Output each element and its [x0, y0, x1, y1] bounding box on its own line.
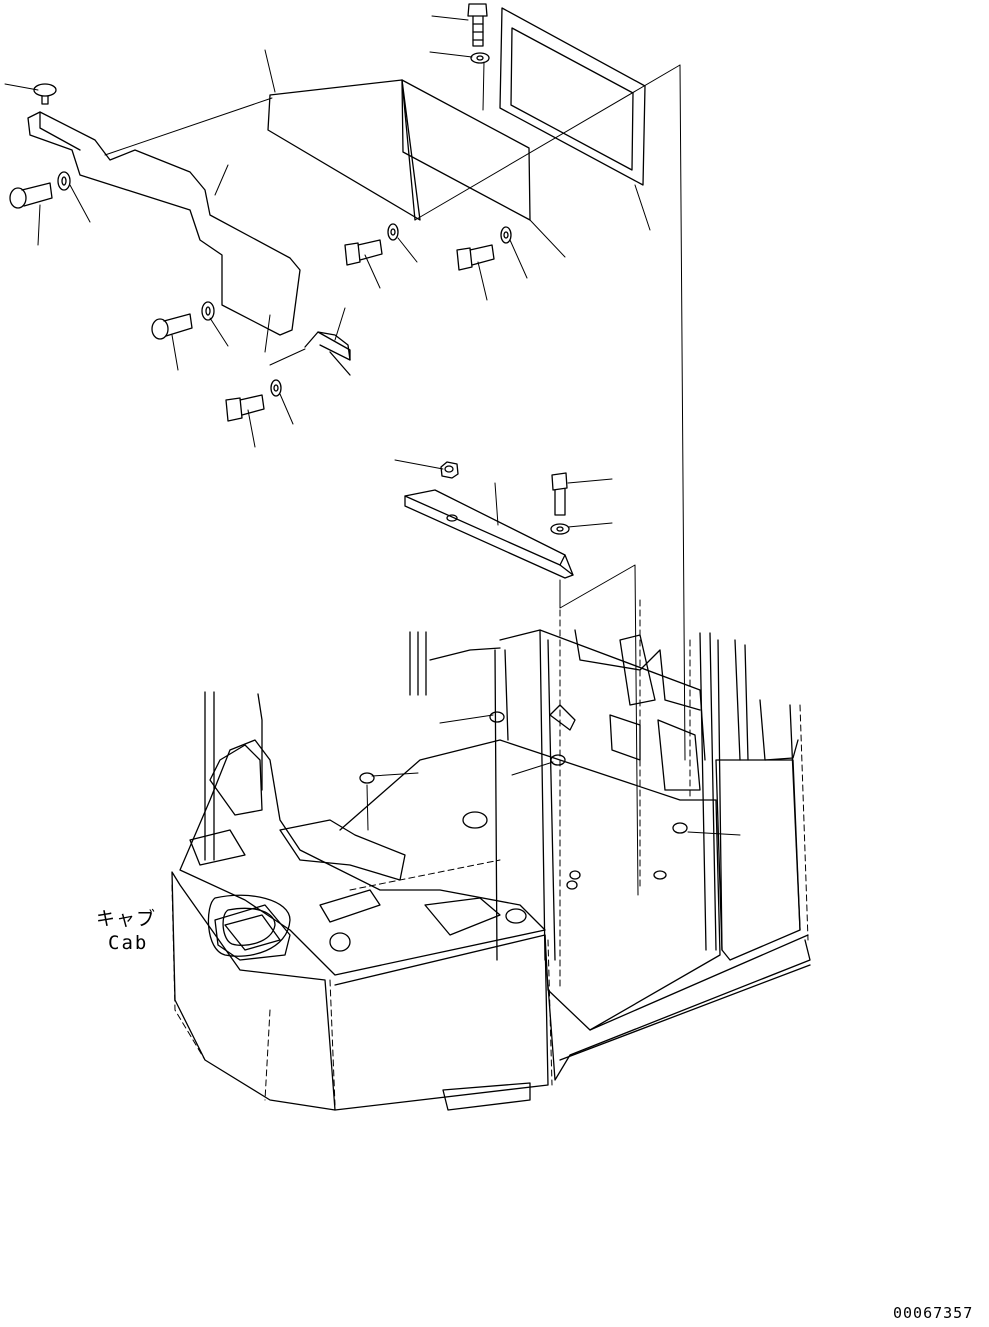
washer-middle-1	[387, 223, 399, 241]
leader-lines	[4, 15, 741, 836]
rear-cover-frame	[499, 7, 646, 186]
bolt-middle-2	[456, 244, 495, 271]
bolt-left-2	[151, 313, 193, 340]
cab-label-english: Cab	[108, 932, 149, 954]
angle-bracket	[404, 489, 574, 579]
cab-label-japanese: キャブ	[96, 908, 157, 930]
lock-washer-left-1	[57, 171, 71, 191]
screw-top-left	[33, 83, 57, 105]
long-side-bracket	[27, 111, 301, 336]
bolt-top	[467, 3, 488, 47]
guide-lines-left	[264, 314, 306, 366]
drawing-number: 00067357	[893, 1304, 974, 1322]
small-clip-bracket	[304, 331, 351, 376]
bolt-angle	[551, 472, 568, 516]
lock-washer-left-2	[201, 301, 215, 321]
washer-top	[470, 52, 490, 64]
washer-middle-2	[500, 226, 512, 244]
washer-lower-left	[270, 379, 282, 397]
guide-lines-middle	[559, 564, 639, 896]
bolt-left-1	[9, 182, 53, 209]
washer-angle	[550, 523, 570, 535]
nut-middle	[440, 461, 459, 479]
bolt-middle-1	[344, 239, 383, 266]
guide-lines-top	[104, 61, 686, 761]
bolt-lower-left	[225, 394, 265, 422]
cab-floor-frame	[171, 629, 811, 1111]
large-cover-plate	[267, 79, 421, 221]
hidden-lines	[171, 599, 809, 1106]
